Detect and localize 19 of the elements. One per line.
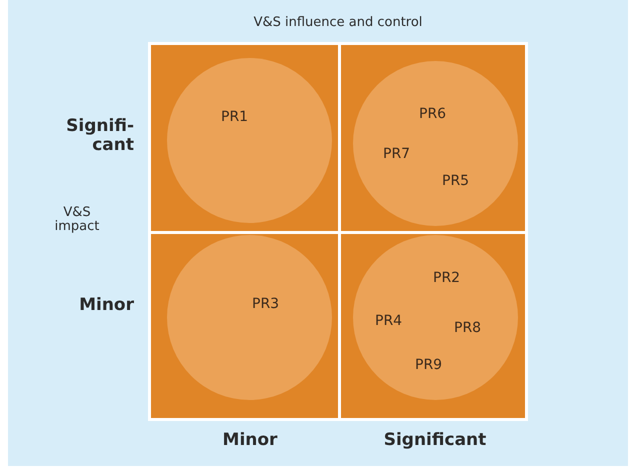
item-label: PR1	[221, 109, 248, 125]
axis-title: V&S influence and control	[252, 16, 424, 30]
row-label: Signifi-cant	[65, 117, 134, 154]
item-label: PR4	[375, 313, 402, 329]
row-label: Minor	[78, 296, 134, 315]
item-label: PR6	[419, 106, 446, 122]
quadrant-box	[338, 42, 528, 234]
quadrant-box	[148, 231, 341, 421]
column-label: Significant	[382, 431, 488, 450]
item-label: PR8	[454, 320, 482, 336]
quadrant-box	[148, 42, 341, 234]
item-label: PR2	[433, 270, 460, 286]
item-label: PR7	[383, 146, 410, 162]
column-label: Minor	[222, 431, 278, 450]
item-label: PR9	[415, 357, 442, 373]
item-label: PR3	[252, 296, 280, 312]
item-label: PR5	[442, 173, 470, 189]
axis-title: V&S impact	[54, 206, 100, 235]
quadrant-box	[338, 231, 528, 421]
